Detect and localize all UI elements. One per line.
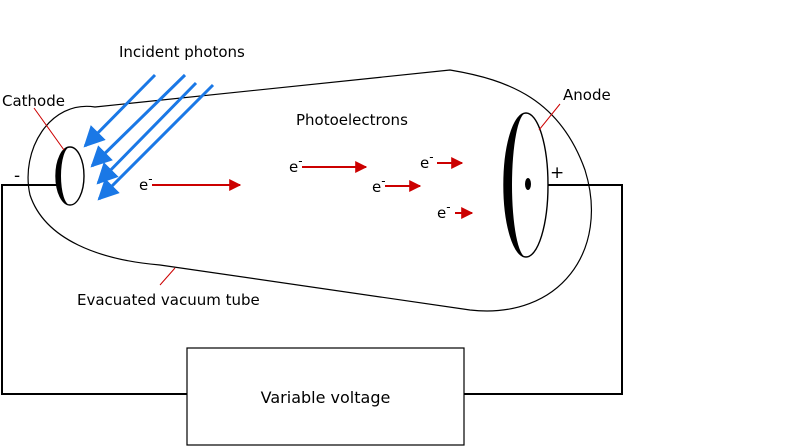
circuit-wire-left <box>1 184 187 395</box>
plus-sign: + <box>550 163 564 183</box>
photon-arrow <box>83 73 157 148</box>
photoelectron-arrows <box>152 157 474 219</box>
electron-symbol: e- <box>372 174 386 196</box>
evacuated-tube-label: Evacuated vacuum tube <box>77 291 260 309</box>
photon-arrow <box>90 73 187 168</box>
electron-symbols: e- e- e- e- e- <box>139 150 451 222</box>
photon-arrow <box>97 83 215 201</box>
voltage-box <box>186 347 465 446</box>
variable-voltage-label: Variable voltage <box>260 387 391 407</box>
incident-photon-arrows <box>83 73 215 201</box>
cathode-leader <box>33 107 65 151</box>
electron-symbol: e- <box>289 154 303 176</box>
vacuum-tube-outline <box>27 69 593 312</box>
minus-sign: - <box>14 166 20 186</box>
photon-arrow <box>96 81 198 185</box>
electron-symbol: e- <box>437 200 451 222</box>
photoelectrons-label: Photoelectrons <box>296 111 408 129</box>
electron-symbol: e- <box>420 150 434 172</box>
tube-leader <box>159 267 176 286</box>
cathode-plate-edge <box>56 147 70 205</box>
anode-disk-edge <box>504 113 526 257</box>
circuit-wire-right <box>464 184 623 395</box>
anode-center-dot <box>525 178 531 190</box>
cathode-label: Cathode <box>2 92 65 110</box>
anode-label: Anode <box>563 86 611 104</box>
electron-symbol: e- <box>139 172 153 194</box>
incident-photons-label: Incident photons <box>119 43 245 61</box>
anode-leader <box>538 103 561 131</box>
